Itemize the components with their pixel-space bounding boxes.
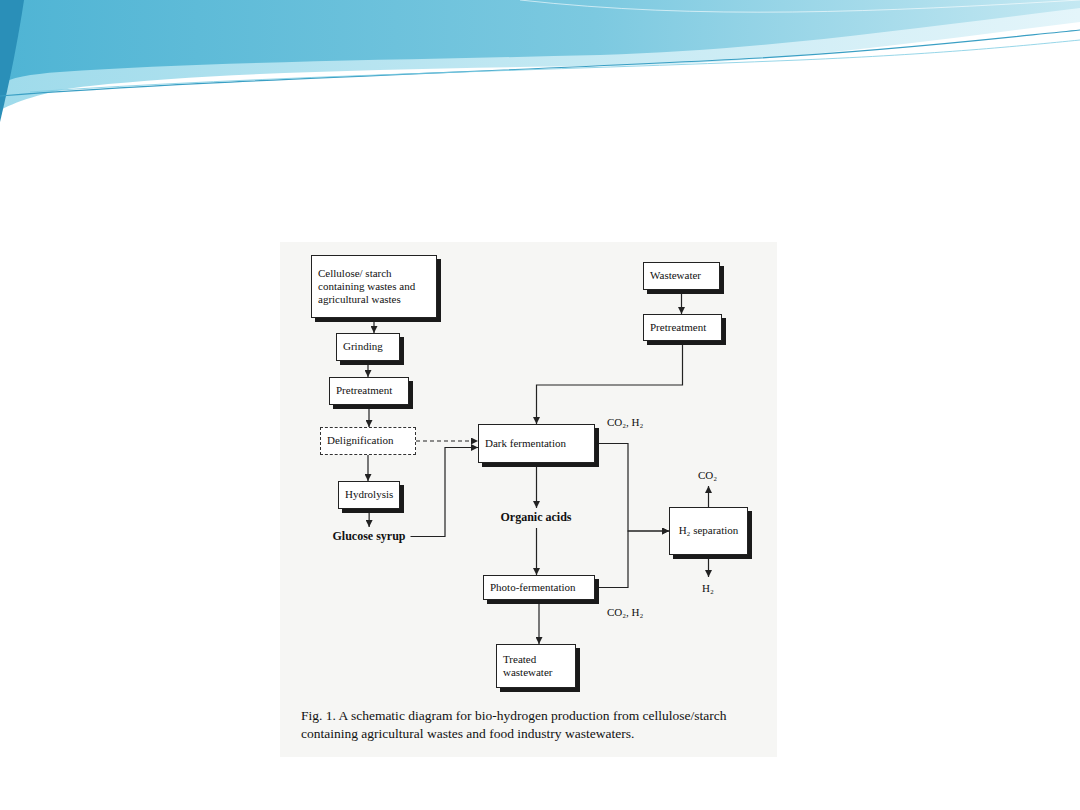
process-box: H₂ separation <box>669 507 748 555</box>
connector-line <box>537 341 683 424</box>
flow-arrow <box>368 455 369 481</box>
connector-line <box>416 440 478 441</box>
box-text: Pretreatment <box>336 384 402 397</box>
connector-line <box>369 509 370 527</box>
process-box: Wastewater <box>643 262 720 290</box>
flow-arrow <box>374 318 375 333</box>
outlet-arrow <box>708 555 709 577</box>
connector-line <box>595 444 669 532</box>
box-text: Grinding <box>343 340 393 353</box>
box-text: Wastewater <box>650 269 713 282</box>
box-text: Photo-fermentation <box>490 581 588 594</box>
flow-label: CO₂, H₂ <box>607 416 643 429</box>
optional-process-box: Delignification <box>320 427 416 455</box>
connector-line <box>595 531 669 588</box>
connector-line <box>411 448 479 537</box>
box-text: Dark fermentation <box>485 437 588 450</box>
flow-arrow <box>539 600 540 644</box>
flow-arrow <box>369 405 370 427</box>
connector-line <box>373 318 374 333</box>
box-text: Hydrolysis <box>345 488 393 501</box>
wave-band <box>0 0 1080 110</box>
box-text: Treated wastewater <box>503 653 565 679</box>
flow-label: CO₂ <box>698 469 717 482</box>
process-box: Pretreatment <box>329 377 409 405</box>
flow-label: H₂ <box>702 582 714 595</box>
connector-line <box>538 600 539 644</box>
flow-arrow <box>595 531 669 588</box>
connector-line <box>367 361 368 377</box>
flow-arrow <box>368 361 369 377</box>
box-text: Delignification <box>327 434 409 447</box>
figure-caption: Fig. 1. A schematic diagram for bio-hydr… <box>301 707 779 742</box>
connector-line <box>367 455 368 481</box>
process-box: Treated wastewater <box>496 644 576 688</box>
box-text: H₂ separation <box>679 524 739 537</box>
flow-arrow <box>416 441 478 442</box>
box-text: Pretreatment <box>650 321 715 334</box>
connector-line <box>368 405 369 427</box>
flow-arrow <box>681 290 682 314</box>
outlet-arrow <box>708 486 709 507</box>
process-box: Hydrolysis <box>338 481 400 509</box>
wave-line <box>0 30 1080 96</box>
flow-label: CO₂, H₂ <box>607 606 643 619</box>
corner-shape <box>0 0 24 122</box>
process-box: Grinding <box>336 333 400 361</box>
wave-line <box>520 0 1080 12</box>
process-box: Dark fermentation <box>478 424 595 463</box>
flow-arrow <box>595 444 669 532</box>
connector-line <box>681 290 682 314</box>
connector-line <box>536 528 537 575</box>
process-box: Pretreatment <box>643 314 722 341</box>
stream-label: Glucose syrup <box>331 529 406 544</box>
flow-arrow <box>537 341 683 424</box>
wave-band <box>0 0 1080 84</box>
connector-line <box>536 463 537 508</box>
wave-line <box>30 40 1080 92</box>
figure-ground <box>280 242 777 757</box>
process-box: Cellulose/ starch containing wastes and … <box>311 255 437 318</box>
box-text: Cellulose/ starch containing wastes and … <box>318 267 430 307</box>
stream-label: Organic acids <box>500 510 573 525</box>
process-box: Photo-fermentation <box>483 575 595 600</box>
